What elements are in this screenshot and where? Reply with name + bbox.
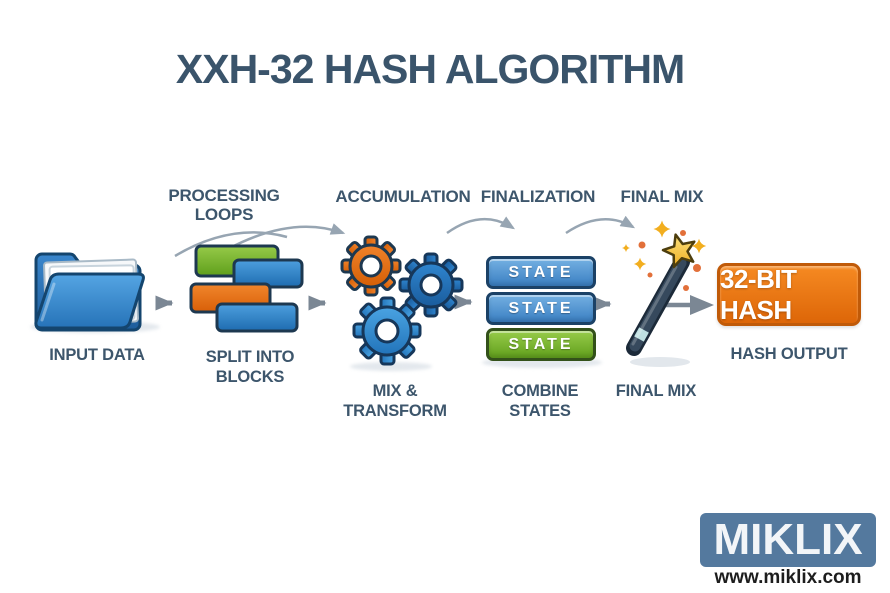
arc-finalization-to-final-mix [565, 215, 636, 235]
gear-blue-dark [398, 252, 464, 318]
state-stack-icon: STATE STATE STATE [486, 256, 596, 361]
arc-accumulation-to-finalization [446, 216, 516, 235]
folder-icon [34, 252, 145, 332]
brand-logo: MIKLIX [700, 513, 876, 567]
gears-icon [340, 235, 464, 366]
caption-split-blocks: SPLIT INTO BLOCKS [205, 348, 295, 386]
page-title: XXH-32 HASH ALGORITHM [175, 46, 685, 92]
arrow-final-to-output-head [690, 295, 714, 315]
phase-label-processing-loops: PROCESSING LOOPS [168, 186, 280, 224]
brand-website: www.miklix.com [714, 567, 862, 588]
state-box-3: STATE [486, 328, 596, 361]
wand-shadow [630, 357, 690, 367]
caption-final-mix: FINAL MIX [615, 382, 697, 400]
caption-hash-output: HASH OUTPUT [730, 345, 848, 363]
gear-blue-light [352, 296, 422, 366]
blocks-icon [189, 244, 304, 333]
block-blue-bottom [215, 302, 299, 333]
state-box-1: STATE [486, 256, 596, 289]
loop-arc-2 [227, 223, 346, 251]
phase-label-accumulation: ACCUMULATION [335, 187, 471, 206]
wand-star [661, 233, 696, 269]
magic-wand-icon [622, 220, 707, 367]
wand-dots [638, 230, 701, 291]
phase-label-final-mix: FINAL MIX [620, 187, 704, 206]
state-box-2: STATE [486, 292, 596, 325]
caption-combine-states: COMBINE STATES [501, 382, 579, 420]
phase-label-finalization: FINALIZATION [480, 187, 596, 206]
gears-shadow [350, 362, 432, 371]
states-shadow [482, 357, 602, 368]
caption-input-data: INPUT DATA [49, 346, 145, 364]
hash-result-box: 32-BIT HASH [717, 263, 861, 326]
loop-arc-1 [174, 231, 288, 258]
gear-orange [340, 235, 402, 297]
caption-mix-transform: MIX & TRANSFORM [343, 382, 447, 420]
